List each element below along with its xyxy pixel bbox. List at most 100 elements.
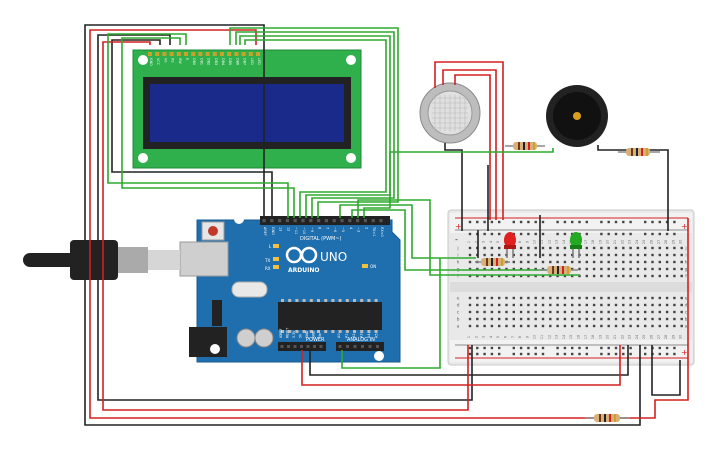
analog-pin[interactable] — [368, 345, 372, 348]
digital-pin[interactable] — [340, 219, 344, 223]
breadboard-hole[interactable] — [505, 324, 508, 328]
breadboard-hole[interactable] — [556, 317, 559, 321]
rail-hole[interactable] — [673, 352, 676, 356]
digital-pin[interactable] — [262, 219, 266, 223]
breadboard-hole[interactable] — [483, 310, 486, 314]
rail-hole[interactable] — [614, 220, 618, 224]
breadboard-hole[interactable] — [476, 274, 479, 278]
breadboard-hole[interactable] — [622, 303, 625, 307]
gas-sensor[interactable] — [419, 82, 481, 144]
breadboard-hole[interactable] — [483, 296, 486, 300]
breadboard-hole[interactable] — [556, 253, 559, 257]
breadboard-hole[interactable] — [519, 310, 523, 314]
breadboard-hole[interactable] — [483, 253, 486, 257]
analog-pin[interactable] — [376, 345, 379, 348]
breadboard-hole[interactable] — [512, 253, 515, 257]
breadboard-hole[interactable] — [629, 260, 632, 264]
breadboard-hole[interactable] — [644, 296, 647, 300]
rail-hole[interactable] — [483, 220, 486, 224]
rail-hole[interactable] — [483, 352, 486, 356]
breadboard-hole[interactable] — [519, 253, 523, 257]
breadboard-hole[interactable] — [600, 317, 603, 321]
breadboard-hole[interactable] — [614, 324, 618, 328]
breadboard-hole[interactable] — [607, 296, 610, 300]
breadboard-hole[interactable] — [665, 246, 669, 250]
piezo-buzzer[interactable] — [546, 85, 608, 147]
breadboard-hole[interactable] — [498, 303, 501, 307]
rail-hole[interactable] — [571, 220, 574, 224]
breadboard-hole[interactable] — [651, 324, 654, 328]
breadboard-hole[interactable] — [534, 267, 537, 271]
lcd-pin[interactable] — [248, 52, 253, 56]
breadboard-hole[interactable] — [644, 260, 647, 264]
breadboard-hole[interactable] — [600, 267, 603, 271]
breadboard-hole[interactable] — [614, 296, 618, 300]
rail-hole[interactable] — [585, 220, 588, 224]
breadboard-hole[interactable] — [622, 274, 625, 278]
breadboard-hole[interactable] — [519, 260, 523, 264]
rail-hole[interactable] — [541, 346, 545, 350]
breadboard-hole[interactable] — [498, 310, 501, 314]
rail-hole[interactable] — [622, 232, 625, 236]
rail-hole[interactable] — [622, 346, 625, 350]
breadboard-hole[interactable] — [636, 303, 640, 307]
lcd-pin[interactable] — [176, 52, 181, 56]
breadboard-hole[interactable] — [665, 310, 669, 314]
breadboard-hole[interactable] — [468, 310, 472, 314]
rail-hole[interactable] — [658, 220, 661, 224]
rail-hole[interactable] — [607, 346, 610, 350]
digital-pin[interactable] — [270, 219, 274, 223]
breadboard-hole[interactable] — [563, 303, 567, 307]
lcd-pin[interactable] — [234, 52, 239, 56]
rail-hole[interactable] — [571, 346, 574, 350]
breadboard-hole[interactable] — [629, 253, 632, 257]
breadboard-hole[interactable] — [585, 260, 588, 264]
breadboard-hole[interactable] — [665, 324, 669, 328]
rail-hole[interactable] — [527, 352, 530, 356]
breadboard-hole[interactable] — [585, 246, 588, 250]
rail-hole[interactable] — [629, 346, 632, 350]
rail-hole[interactable] — [541, 232, 545, 236]
breadboard-hole[interactable] — [614, 260, 618, 264]
breadboard-hole[interactable] — [665, 274, 669, 278]
breadboard-hole[interactable] — [534, 310, 537, 314]
breadboard-hole[interactable] — [592, 274, 596, 278]
rail-hole[interactable] — [614, 352, 618, 356]
rail-hole[interactable] — [541, 220, 545, 224]
breadboard-hole[interactable] — [512, 310, 515, 314]
breadboard-hole[interactable] — [592, 246, 596, 250]
breadboard-hole[interactable] — [592, 303, 596, 307]
breadboard-hole[interactable] — [512, 303, 515, 307]
breadboard-hole[interactable] — [498, 267, 501, 271]
breadboard-hole[interactable] — [673, 324, 676, 328]
breadboard-hole[interactable] — [607, 310, 610, 314]
rail-hole[interactable] — [519, 346, 523, 350]
breadboard-hole[interactable] — [585, 324, 588, 328]
breadboard-hole[interactable] — [468, 296, 472, 300]
breadboard-hole[interactable] — [658, 317, 661, 321]
breadboard-hole[interactable] — [519, 303, 523, 307]
breadboard-hole[interactable] — [549, 324, 552, 328]
breadboard-hole[interactable] — [563, 260, 567, 264]
breadboard-hole[interactable] — [636, 260, 640, 264]
breadboard-hole[interactable] — [541, 303, 545, 307]
breadboard-hole[interactable] — [578, 260, 581, 264]
breadboard-hole[interactable] — [585, 253, 588, 257]
breadboard-hole[interactable] — [571, 253, 574, 257]
breadboard-hole[interactable] — [644, 310, 647, 314]
breadboard-hole[interactable] — [541, 317, 545, 321]
breadboard-hole[interactable] — [490, 253, 494, 257]
breadboard-hole[interactable] — [673, 246, 676, 250]
breadboard-hole[interactable] — [658, 274, 661, 278]
breadboard-hole[interactable] — [563, 274, 567, 278]
rail-hole[interactable] — [490, 220, 494, 224]
breadboard-hole[interactable] — [658, 303, 661, 307]
rail-hole[interactable] — [498, 352, 501, 356]
rail-hole[interactable] — [585, 352, 588, 356]
breadboard-hole[interactable] — [468, 303, 472, 307]
breadboard-hole[interactable] — [607, 267, 610, 271]
breadboard-hole[interactable] — [527, 274, 530, 278]
breadboard-hole[interactable] — [476, 267, 479, 271]
power-pin[interactable] — [306, 345, 310, 348]
breadboard-hole[interactable] — [483, 274, 486, 278]
